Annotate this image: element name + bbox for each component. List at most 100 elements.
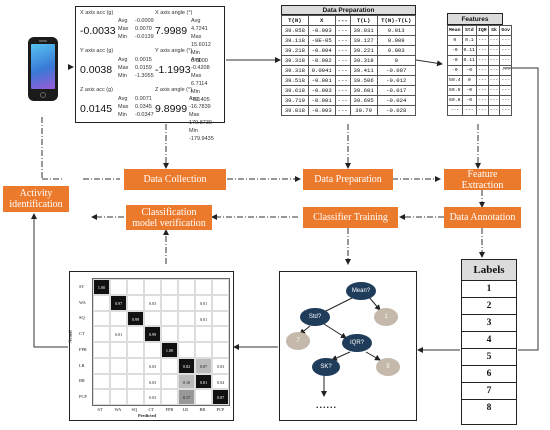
table-cell: -0 bbox=[461, 65, 478, 76]
matrix-cell bbox=[93, 342, 110, 358]
table-cell: 0.009 bbox=[376, 35, 417, 46]
table-row: 59.5-0--------- bbox=[447, 85, 512, 96]
table-cell: 39.618 bbox=[281, 85, 309, 96]
decision-tree-panel: Mean? Std? 1 7 IQR? SK? 5 ...... bbox=[279, 271, 417, 421]
table-row: -0-0--------- bbox=[447, 65, 512, 76]
matrix-cell bbox=[161, 310, 178, 327]
features_table-header: Mean bbox=[447, 25, 463, 36]
matrix-col-label: CT bbox=[148, 407, 155, 412]
table-cell: 0.003 bbox=[376, 45, 417, 56]
table-cell: -0.003 bbox=[307, 105, 336, 116]
matrix-cell bbox=[161, 373, 178, 390]
table-cell: --- bbox=[334, 85, 351, 96]
matrix-cell bbox=[110, 389, 127, 405]
table-cell: --- bbox=[499, 85, 512, 96]
table-cell: 39.221 bbox=[349, 45, 378, 56]
table-cell: --- bbox=[487, 105, 501, 116]
table-cell: -0 bbox=[461, 85, 478, 96]
arrow-dataprep-to-features bbox=[415, 59, 443, 67]
table-cell: --- bbox=[476, 45, 489, 56]
table-cell: 39.218 bbox=[281, 45, 309, 56]
matrix-cell bbox=[212, 310, 229, 327]
matrix-cell bbox=[93, 389, 110, 405]
table-cell: 39.058 bbox=[281, 25, 309, 36]
label-item: 4 bbox=[462, 331, 516, 348]
table-cell: 0.11 bbox=[461, 55, 478, 66]
matrix-cell: 1.00 bbox=[161, 342, 178, 358]
table-cell: 39.719 bbox=[281, 95, 309, 106]
table-cell: 39.506 bbox=[349, 75, 378, 86]
table-cell: 39.031 bbox=[349, 25, 378, 36]
matrix-cell bbox=[93, 326, 110, 342]
matrix-cell: 0.87 bbox=[212, 389, 229, 405]
matrix-cell bbox=[195, 342, 212, 358]
matrix-cell: 0.01 bbox=[195, 294, 212, 311]
features_table-header: Gov bbox=[499, 25, 512, 36]
label-item: 3 bbox=[462, 314, 516, 331]
features_table-header: IQR bbox=[476, 25, 489, 36]
table-cell: 39.127 bbox=[349, 35, 378, 46]
matrix-cell bbox=[127, 389, 144, 405]
table-row: --------------- bbox=[447, 105, 512, 116]
table-cell: --- bbox=[499, 75, 512, 86]
matrix-col-label: WA bbox=[114, 407, 122, 412]
table-cell: --- bbox=[499, 45, 512, 56]
matrix-cell bbox=[127, 357, 144, 374]
matrix-row-label: BR bbox=[79, 378, 85, 384]
table-cell: --- bbox=[334, 105, 351, 116]
matrix-cell bbox=[161, 294, 178, 311]
matrix-cell: 0.01 bbox=[195, 310, 212, 327]
table-cell: 39.318 bbox=[281, 65, 309, 76]
tree-node-iqr: IQR? bbox=[342, 334, 372, 352]
matrix-cell: 1.00 bbox=[93, 279, 110, 295]
data_prep_table-header: T(N)-T(L) bbox=[376, 15, 417, 26]
matrix-cell: 0.07 bbox=[195, 357, 212, 374]
table-cell: 59.5 bbox=[447, 85, 463, 96]
matrix-row-label: WA bbox=[79, 299, 86, 305]
table-cell: -0.007 bbox=[376, 65, 417, 76]
tree-node-mean: Mean? bbox=[346, 282, 376, 300]
matrix-row-label: SQ bbox=[79, 315, 85, 321]
tree-leaf-1: 1 bbox=[374, 308, 398, 326]
matrix-cell: 0.99 bbox=[144, 326, 161, 342]
matrix-cell bbox=[127, 342, 144, 358]
table-cell: -0.012 bbox=[376, 75, 417, 86]
table-cell: 39.695 bbox=[349, 95, 378, 106]
data_prep_table-header: --- bbox=[334, 15, 351, 26]
tree-leaf-5: 5 bbox=[376, 358, 400, 376]
table-cell: --- bbox=[334, 65, 351, 76]
features-title: Features bbox=[447, 13, 503, 25]
matrix-cell: 0.10 bbox=[178, 373, 195, 390]
matrix-cell: 0.03 bbox=[144, 373, 161, 390]
table-cell: -0.001 bbox=[307, 75, 336, 86]
table-cell: --- bbox=[476, 65, 489, 76]
matrix-cell: 0.99 bbox=[127, 310, 144, 327]
table-cell: --- bbox=[447, 105, 463, 116]
table-cell: 59.4 bbox=[447, 75, 463, 86]
table-cell: --- bbox=[499, 55, 512, 66]
matrix-cell: 0.01 bbox=[110, 326, 127, 342]
data_prep_table-header: X bbox=[307, 15, 336, 26]
table-cell: --- bbox=[334, 75, 351, 86]
matrix-cell: 0.03 bbox=[144, 294, 161, 311]
table-cell: 0.11 bbox=[461, 45, 478, 56]
matrix-cell bbox=[110, 357, 127, 374]
table-cell: --- bbox=[487, 85, 501, 96]
matrix-cell bbox=[93, 357, 110, 374]
matrix-col-label: SQ bbox=[131, 407, 138, 412]
table-cell: 0 bbox=[461, 75, 478, 86]
matrix-cell: 0.97 bbox=[110, 294, 127, 311]
x-angle-stats: Avg4.7241 Max15.6012 Min0.0000 bbox=[191, 18, 211, 64]
matrix-cell bbox=[127, 279, 144, 295]
matrix-cell bbox=[161, 357, 178, 374]
table-cell: --- bbox=[499, 105, 512, 116]
table-row: 39.518-0.001---39.506-0.012 bbox=[281, 75, 417, 86]
data_prep_table-header: T(L) bbox=[349, 15, 378, 26]
matrix-cell bbox=[178, 294, 195, 311]
table-cell: --- bbox=[476, 105, 489, 116]
